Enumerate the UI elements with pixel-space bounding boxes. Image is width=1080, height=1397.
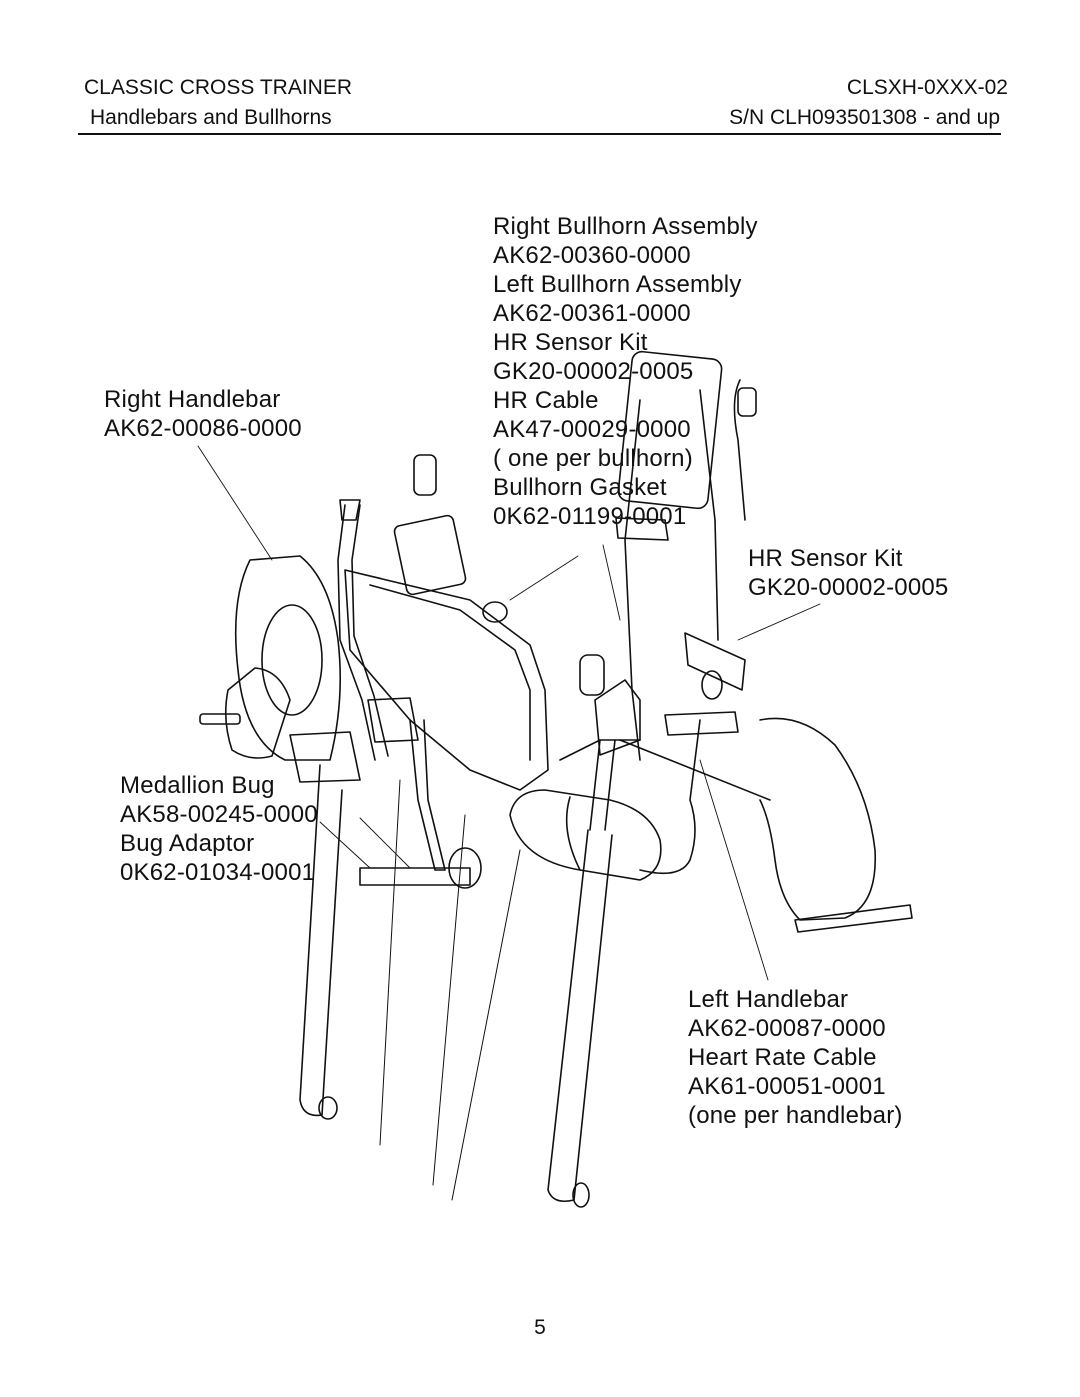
medallion-line-1: Medallion Bug: [120, 772, 275, 799]
bullhorn-line-1: Right Bullhorn Assembly: [493, 213, 758, 240]
hr-sensor-line-1: HR Sensor Kit: [748, 545, 903, 572]
bullhorn-line-7: HR Cable: [493, 387, 599, 414]
bullhorn-left: [624, 399, 641, 761]
right-handlebar-line-1: Right Handlebar: [104, 386, 281, 413]
left-handlebar-line-4: AK61-00051-0001: [688, 1073, 886, 1100]
leader-lines: [197, 445, 821, 981]
flywheel-cover: [234, 555, 342, 761]
hr-sensor-line-2: GK20-00002-0005: [748, 574, 949, 601]
header-rule: [78, 133, 1001, 135]
console: [344, 569, 549, 791]
bullhorn-line-5: HR Sensor Kit: [493, 329, 648, 356]
left-handlebar-line-1: Left Handlebar: [688, 986, 849, 1013]
drive-housing: [509, 789, 662, 881]
medallion-callout: Medallion Bug AK58-00245-0000 Bug Adapto…: [120, 771, 318, 887]
bullhorn-line-3: Left Bullhorn Assembly: [493, 271, 742, 298]
right-handlebar-callout: Right Handlebar AK62-00086-0000: [104, 385, 302, 443]
center-post: [409, 719, 446, 871]
bullhorn-line-8: AK47-00029-0000: [493, 416, 691, 443]
hr-sensor-callout: HR Sensor Kit GK20-00002-0005: [748, 544, 948, 602]
left-pole: [547, 829, 613, 1203]
bullhorn-line-10: Bullhorn Gasket: [493, 474, 667, 501]
bullhorn-line-6: GK20-00002-0005: [493, 358, 694, 385]
model-number: CLSXH-0XXX-02: [846, 76, 1008, 99]
medallion-line-3: Bug Adaptor: [120, 830, 255, 857]
doc-title: CLASSIC CROSS TRAINER: [84, 76, 353, 99]
doc-subtitle: Handlebars and Bullhorns: [90, 106, 332, 129]
bullhorn-line-11: 0K62-01199-0001: [493, 503, 687, 530]
left-handlebar-line-2: AK62-00087-0000: [688, 1015, 886, 1042]
medallion-line-2: AK58-00245-0000: [120, 801, 318, 828]
page-number: 5: [534, 1316, 546, 1339]
bullhorn-line-4: AK62-00361-0000: [493, 300, 691, 327]
bullhorn-callout: Right Bullhorn Assembly AK62-00360-0000 …: [493, 212, 758, 531]
left-pedal: [289, 731, 361, 783]
right-handlebar-line-2: AK62-00086-0000: [104, 415, 302, 442]
bullhorn-line-2: AK62-00360-0000: [493, 242, 691, 269]
serial-number: S/N CLH093501308 - and up: [729, 106, 1000, 129]
right-handlebar: [337, 504, 376, 761]
medallion-line-4: 0K62-01034-0001: [120, 859, 316, 886]
left-handlebar-line-3: Heart Rate Cable: [688, 1044, 877, 1071]
bullhorn-line-9: ( one per bullhorn): [493, 445, 693, 472]
rear-frame: [759, 717, 877, 921]
left-handlebar-callout: Left Handlebar AK62-00087-0000 Heart Rat…: [688, 985, 903, 1130]
left-handlebar-line-5: (one per handlebar): [688, 1102, 903, 1129]
